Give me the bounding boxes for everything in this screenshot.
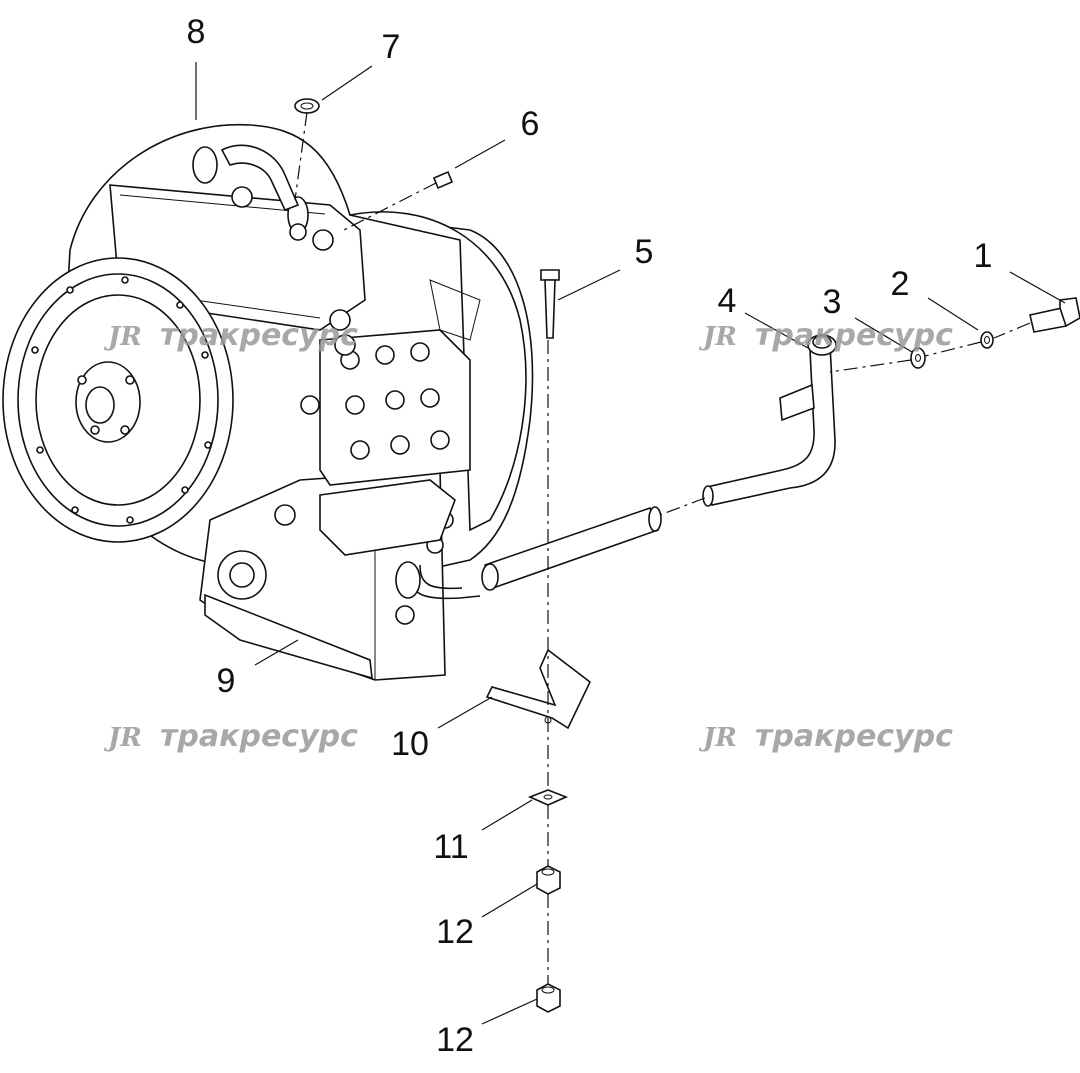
part-long-bolt — [540, 269, 560, 339]
watermark-text: тракресурс — [755, 318, 953, 353]
part-hex-bolt — [1029, 297, 1080, 333]
part-bracket-plate — [485, 648, 592, 730]
callout-11: 11 — [433, 828, 468, 866]
watermark-text: тракресурс — [160, 318, 358, 353]
callout-labels: 1 2 3 4 5 6 7 8 9 10 11 12 12 — [187, 13, 993, 1059]
part-breather-tube — [702, 334, 837, 507]
callout-6: 6 — [521, 105, 540, 143]
callout-1: 1 — [974, 237, 993, 275]
lifting-eye — [192, 146, 334, 251]
callout-7: 7 — [382, 28, 401, 66]
watermark-4: JR тракресурс — [698, 719, 953, 754]
flange-bolts — [31, 276, 212, 524]
part-connecting-tube — [481, 506, 662, 591]
leader-lines — [195, 62, 1066, 1025]
part-pin — [432, 170, 454, 190]
callout-12-lower: 12 — [436, 1021, 474, 1059]
part-hex-nut-lower — [536, 983, 561, 1013]
watermark-1: JR тракресурс — [103, 318, 358, 353]
watermark-logo: JR — [103, 723, 142, 753]
watermark-3: JR тракресурс — [103, 719, 358, 754]
callout-8: 8 — [187, 13, 206, 51]
callout-9: 9 — [217, 662, 236, 700]
part-square-washer — [527, 789, 569, 806]
part-flat-washer — [910, 347, 926, 369]
watermark-text: тракресурс — [755, 719, 953, 754]
callout-12-upper: 12 — [436, 913, 474, 951]
callout-3: 3 — [823, 283, 842, 321]
assembly-centerlines — [294, 111, 1031, 984]
callout-2: 2 — [891, 265, 910, 303]
watermark-logo: JR — [103, 322, 142, 352]
callout-10: 10 — [391, 725, 429, 763]
part-lock-washer — [980, 331, 994, 349]
flywheel-flange — [2, 257, 234, 543]
watermark-logo: JR — [698, 723, 737, 753]
output-flange — [217, 550, 267, 600]
callout-5: 5 — [635, 233, 654, 271]
callout-4: 4 — [718, 282, 737, 320]
watermark-2: JR тракресурс — [698, 318, 953, 353]
watermark-logo: JR — [698, 322, 737, 352]
watermark-text: тракресурс — [160, 719, 358, 754]
part-snap-ring — [294, 98, 320, 114]
part-hex-nut-upper — [536, 865, 561, 895]
